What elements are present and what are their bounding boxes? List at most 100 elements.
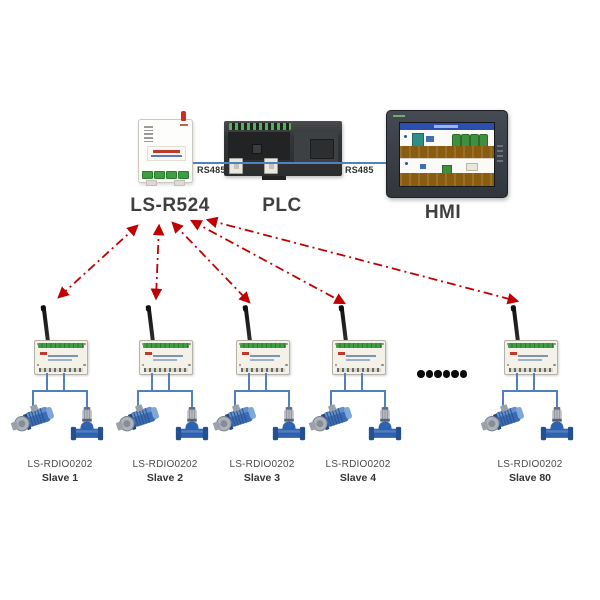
io-wire: [191, 390, 193, 410]
terminal-blocks: [337, 368, 381, 372]
io-wire: [32, 390, 34, 408]
terminal-blocks: [142, 171, 189, 179]
slave-node: LS-RDIO0202 Slave 2: [108, 300, 222, 492]
rdio-module: [236, 340, 290, 375]
rs485-label-right: RS485: [345, 165, 374, 175]
slave-node: LS-RDIO0202 Slave 1: [3, 300, 117, 492]
continuation-dots: [417, 370, 467, 378]
pump-icon: [115, 404, 160, 432]
io-wire: [63, 373, 65, 391]
led-indicator-labels: [144, 126, 153, 144]
slave-model-label: LS-RDIO0202: [27, 459, 93, 470]
io-wire: [86, 390, 88, 410]
rdio-module: [139, 340, 193, 375]
slave-model-label: LS-RDIO0202: [325, 459, 391, 470]
slave-name-label: Slave 1: [41, 472, 79, 484]
master-label: LS-R524: [130, 195, 210, 216]
io-wire: [502, 390, 558, 392]
io-wire: [32, 390, 88, 392]
terminal-blocks: [241, 368, 285, 372]
scada-panel: [400, 130, 494, 159]
slave-model-label: LS-RDIO0202: [497, 459, 563, 470]
pump-icon: [212, 404, 257, 432]
scada-title-bar: [400, 123, 494, 130]
terminal-strip: [508, 343, 554, 348]
slave-name-label: Slave 80: [508, 472, 552, 484]
io-wire: [234, 390, 290, 392]
terminal-strip: [38, 343, 84, 348]
io-wire: [46, 373, 48, 391]
plc-label: PLC: [262, 195, 302, 216]
slave-node: LS-RDIO0202 Slave 3: [205, 300, 319, 492]
plc-cpu-block: [228, 132, 290, 160]
terminal-strip: [143, 343, 189, 348]
antenna-icon: [511, 305, 520, 343]
slave-name-label: Slave 3: [243, 472, 281, 484]
io-wire: [361, 373, 363, 391]
io-wire: [151, 373, 153, 391]
slave-name-label: Slave 4: [339, 472, 377, 484]
io-wire: [330, 390, 332, 408]
io-wire: [556, 390, 558, 410]
antenna-icon: [41, 305, 50, 343]
io-wire: [168, 373, 170, 391]
rdio-module: [34, 340, 88, 375]
status-led: [242, 352, 249, 355]
mount-foot: [174, 180, 185, 186]
terminal-strip: [240, 343, 286, 348]
device-nameplate: [147, 146, 186, 161]
terminal-blocks: [39, 368, 83, 372]
mount-foot: [146, 180, 157, 186]
slave-name-label: Slave 2: [146, 472, 184, 484]
hmi-screen: [399, 122, 495, 187]
hmi-device: [386, 110, 508, 198]
status-led: [338, 352, 345, 355]
slave-node: LS-RDIO0202 Slave 80: [473, 300, 587, 492]
rdio-module: [504, 340, 558, 375]
io-wire: [344, 373, 346, 391]
hmi-buttons: [497, 145, 503, 162]
io-wire: [288, 390, 290, 410]
terminal-strip: [336, 343, 382, 348]
terminal-blocks: [144, 368, 188, 372]
io-wire: [234, 390, 236, 408]
valve-icon: [70, 406, 104, 441]
slave-model-label: LS-RDIO0202: [229, 459, 295, 470]
rdio-module: [332, 340, 386, 375]
io-wire: [137, 390, 139, 408]
brand-mark: [180, 124, 188, 126]
scada-panel: [400, 159, 494, 186]
din-rail-foot: [262, 176, 286, 180]
plc-terminal-strip: [229, 123, 291, 130]
pump-icon: [480, 404, 525, 432]
status-led: [510, 352, 517, 355]
io-wire: [265, 373, 267, 391]
io-wire: [137, 390, 193, 392]
rs485-label-left: RS485: [197, 165, 226, 175]
brand-mark: [393, 115, 405, 117]
io-wire: [248, 373, 250, 391]
valve-icon: [540, 406, 574, 441]
status-led: [40, 352, 47, 355]
valve-icon: [368, 406, 402, 441]
slave-model-label: LS-RDIO0202: [132, 459, 198, 470]
antenna-icon: [181, 111, 186, 121]
io-wire: [502, 390, 504, 408]
pump-icon: [308, 404, 353, 432]
io-wire: [533, 373, 535, 391]
valve-icon: [272, 406, 306, 441]
antenna-icon: [339, 305, 348, 343]
plc-device: [224, 121, 342, 180]
io-wire: [330, 390, 386, 392]
pump-icon: [10, 404, 55, 432]
io-wire: [516, 373, 518, 391]
slave-node: LS-RDIO0202 Slave 4: [301, 300, 415, 492]
io-wire: [384, 390, 386, 410]
plc-expansion-panel: [294, 132, 338, 164]
terminal-blocks: [509, 368, 553, 372]
antenna-icon: [146, 305, 155, 343]
valve-icon: [175, 406, 209, 441]
ls-r524-device: [138, 111, 193, 186]
